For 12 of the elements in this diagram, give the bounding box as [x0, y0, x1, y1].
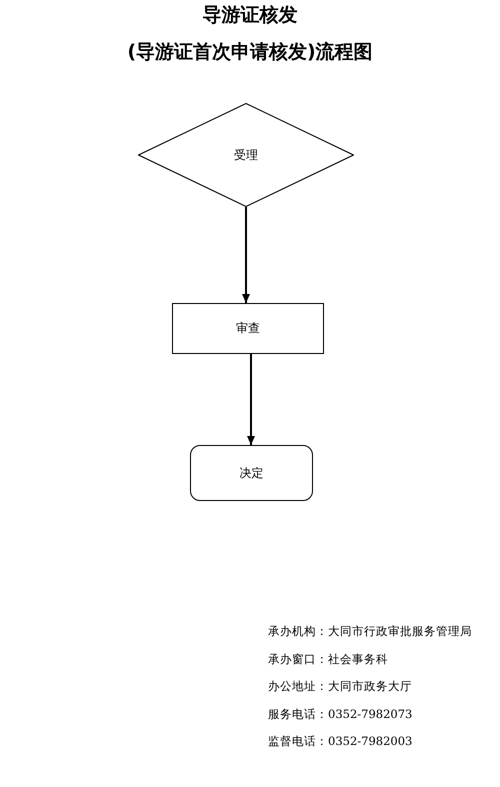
- process-box: 审查: [172, 303, 324, 354]
- info-text: 监督电话：0352-7982003: [268, 734, 412, 749]
- arrow: [247, 354, 255, 445]
- arrow: [242, 207, 250, 303]
- info-text: 承办窗口：社会事务科: [268, 652, 388, 666]
- info-text: 承办机构：大同市行政审批服务管理局: [268, 624, 472, 639]
- info-text: 服务电话：0352-7982073: [268, 706, 412, 722]
- title: 导游证核发: [202, 3, 298, 28]
- subtitle: (导游证首次申请核发)流程图: [126, 40, 374, 65]
- info-text: 办公地址：大同市政务大厅: [268, 679, 412, 694]
- end-box: 决定: [190, 445, 313, 501]
- decision-diamond: 受理: [138, 103, 354, 207]
